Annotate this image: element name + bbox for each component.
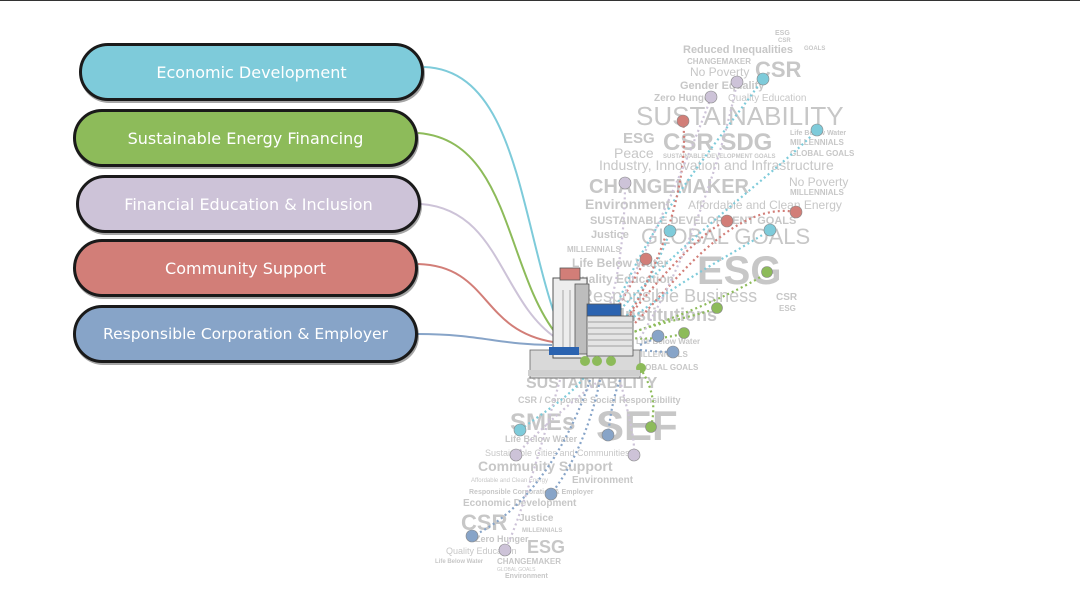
category-community-support[interactable]: Community Support (73, 239, 418, 297)
dot (498, 543, 512, 557)
cloud-word: Quality Education (572, 272, 674, 286)
cloud-word: Quality Education (446, 546, 517, 556)
cloud-word: Responsible Corporation & Employer (469, 489, 594, 496)
dot (678, 327, 690, 339)
word-cloud: ESG CSR GOALS Reduced Inequalities CHANG… (435, 30, 855, 580)
top-border (0, 0, 1080, 1)
cloud-word: CHANGEMAKER (687, 57, 751, 66)
trail-lilac-2 (594, 182, 627, 341)
dot (761, 266, 773, 278)
cloud-word: Environment (505, 573, 548, 580)
dot (618, 176, 632, 190)
cloud-word: MILLENNIALS (790, 188, 844, 197)
cloud-word: ESG (527, 537, 565, 557)
cloud-word: GLOBAL GOALS (634, 363, 699, 372)
trail-navy-3 (606, 379, 622, 436)
connector-community-support (417, 263, 554, 343)
cloud-word: ESG (775, 30, 790, 37)
cloud-word: Justice (519, 513, 554, 524)
connector-responsible-corporation (417, 333, 553, 346)
cloud-word: GOALS (804, 46, 825, 52)
trail-blue-5 (519, 335, 598, 431)
trail-blue-1 (606, 78, 764, 331)
cloud-word: Life Below Water (505, 434, 578, 444)
cloud-word: GLOBAL GOALS (497, 567, 536, 573)
cloud-word: SUSTAINABILITY (636, 101, 844, 131)
dot (513, 423, 527, 437)
cloud-word: SUSTAINABILITY (526, 375, 658, 392)
trail-navy-5 (471, 379, 592, 538)
cloud-word: Economic Development (463, 498, 577, 509)
dot (627, 448, 641, 462)
cloud-word: Environment (572, 475, 634, 486)
dot (704, 90, 718, 104)
cloud-word: Affordable and Clean Energy (688, 198, 842, 212)
cloud-word: Industry, Innovation and Infrastructure (599, 157, 834, 173)
cloud-word: Sustainable Cities and Communities (485, 448, 630, 458)
dot (651, 329, 665, 343)
cloud-word: Environment (585, 196, 671, 212)
building-illustration (528, 267, 646, 379)
cloud-word: MILLENNIALS (790, 138, 844, 147)
connector-sustainable-energy (417, 132, 558, 336)
dot (465, 529, 479, 543)
cloud-word: SUSTAINABLE DEVELOPMENT GOALS (590, 215, 796, 227)
dot (810, 123, 824, 137)
dot (676, 114, 690, 128)
cloud-word: CSR (778, 38, 791, 44)
dot (544, 487, 558, 501)
trail-navy-4 (550, 379, 602, 495)
trail-lilac-3 (639, 81, 739, 339)
cloud-word: MILLENNIALS (522, 528, 562, 534)
dot (509, 448, 523, 462)
dot (763, 223, 777, 237)
cloud-word: Responsible Business (580, 286, 757, 306)
cloud-word: MILLENNIALS (567, 245, 621, 254)
cloud-word: CSR / Corporate Social Responsibility (518, 395, 681, 405)
cloud-word: Gender Equality (680, 80, 765, 92)
cloud-word: No Poverty (789, 175, 848, 189)
cloud-word: Community Support (478, 458, 613, 474)
cloud-word: Life Below Water (435, 559, 484, 565)
cloud-word: MILLENNIALS (634, 350, 688, 359)
cloud-word: CSR (776, 292, 798, 303)
category-responsible-corporation-employer[interactable]: Responsible Corporation & Employer (73, 305, 418, 363)
connector-lines (417, 66, 563, 346)
dot (663, 224, 677, 238)
dot (601, 428, 615, 442)
cloud-word: ESG (623, 130, 655, 147)
trail-lilac-4 (515, 379, 601, 456)
connector-financial-education (420, 203, 557, 339)
cloud-word: GLOBAL GOALS (790, 149, 855, 158)
cloud-word: Reduced Inequalities (683, 44, 793, 56)
cloud-word: CHANGEMAKER (497, 557, 561, 566)
cloud-word: CSR SDG (663, 129, 772, 156)
dot (711, 302, 723, 314)
dot (720, 214, 734, 228)
category-financial-education-inclusion[interactable]: Financial Education & Inclusion (76, 175, 421, 233)
cloud-word: ESG (779, 304, 796, 313)
dot (789, 205, 803, 219)
connector-economic-development (423, 66, 563, 336)
dot (666, 345, 680, 359)
cloud-word: Zero Hunger (654, 93, 714, 104)
cloud-word: Peace (614, 145, 654, 161)
trail-lilac-6 (504, 379, 562, 551)
cloud-word: Affordable and Clean Energy (471, 478, 548, 484)
cloud-word: Justice (591, 229, 629, 241)
dot (645, 421, 657, 433)
cloud-word: CHANGEMAKER (589, 176, 750, 198)
cloud-word: Zero Hunger (475, 534, 529, 544)
dot (756, 72, 770, 86)
dot (639, 252, 653, 266)
dot (730, 75, 744, 89)
category-economic-development[interactable]: Economic Development (79, 43, 424, 101)
cloud-word: SUSTAINABLE DEVELOPMENT GOALS (663, 154, 776, 160)
trail-dots (465, 72, 824, 557)
cloud-word: Quality Education (728, 93, 806, 104)
cloud-word: Life Below Water (636, 337, 700, 346)
category-sustainable-energy-financing[interactable]: Sustainable Energy Financing (73, 109, 418, 167)
cloud-word: No Poverty (690, 65, 749, 79)
